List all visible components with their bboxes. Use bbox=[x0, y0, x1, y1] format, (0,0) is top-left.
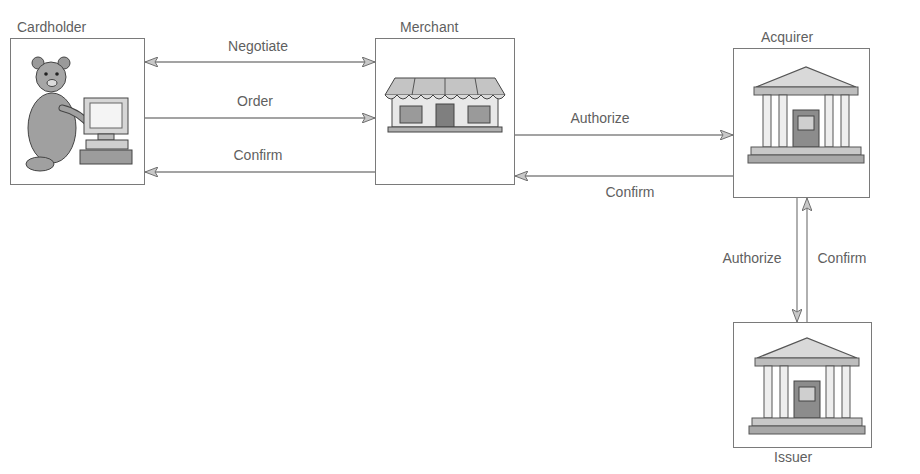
message-arrow bbox=[515, 175, 733, 176]
message-arrow bbox=[145, 61, 375, 62]
party-box: Cardholder bbox=[10, 38, 145, 185]
party-box: Acquirer bbox=[733, 48, 870, 198]
party-label: Issuer bbox=[774, 449, 812, 466]
label-holder: Issuer bbox=[774, 449, 812, 466]
edge-label: Confirm bbox=[815, 250, 868, 266]
edge-label-holder: Authorize bbox=[568, 109, 631, 127]
edge-label: Order bbox=[235, 93, 275, 109]
edge-label-holder: Confirm bbox=[603, 183, 656, 201]
message-arrow bbox=[806, 198, 807, 322]
party-label: Cardholder bbox=[17, 19, 86, 36]
edge-label: Authorize bbox=[720, 250, 783, 266]
message-arrow bbox=[145, 171, 375, 172]
party-label: Acquirer bbox=[761, 29, 813, 46]
message-arrow bbox=[515, 134, 733, 135]
edge-label-holder: Negotiate bbox=[226, 37, 290, 55]
edge-label: Confirm bbox=[603, 184, 656, 200]
edge-label-holder: Confirm bbox=[231, 146, 284, 164]
merchant-picture bbox=[385, 78, 505, 132]
label-holder: Cardholder bbox=[17, 19, 86, 36]
label-holder: Merchant bbox=[400, 19, 458, 36]
message-arrow bbox=[796, 198, 797, 322]
party-box: Merchant bbox=[375, 38, 515, 185]
edge-label: Authorize bbox=[568, 110, 631, 126]
acquirer-picture bbox=[748, 67, 864, 163]
edge-label-holder: Authorize bbox=[720, 249, 783, 267]
party-label: Merchant bbox=[400, 19, 458, 36]
label-holder: Acquirer bbox=[761, 29, 813, 46]
edge-label: Confirm bbox=[231, 147, 284, 163]
cardholder-picture bbox=[26, 57, 132, 171]
edge-label-holder: Confirm bbox=[815, 249, 868, 267]
edge-label-holder: Order bbox=[235, 92, 275, 110]
message-arrow bbox=[145, 117, 375, 118]
party-box: Issuer bbox=[733, 322, 872, 448]
issuer-picture bbox=[749, 338, 865, 434]
edge-label: Negotiate bbox=[226, 38, 290, 54]
